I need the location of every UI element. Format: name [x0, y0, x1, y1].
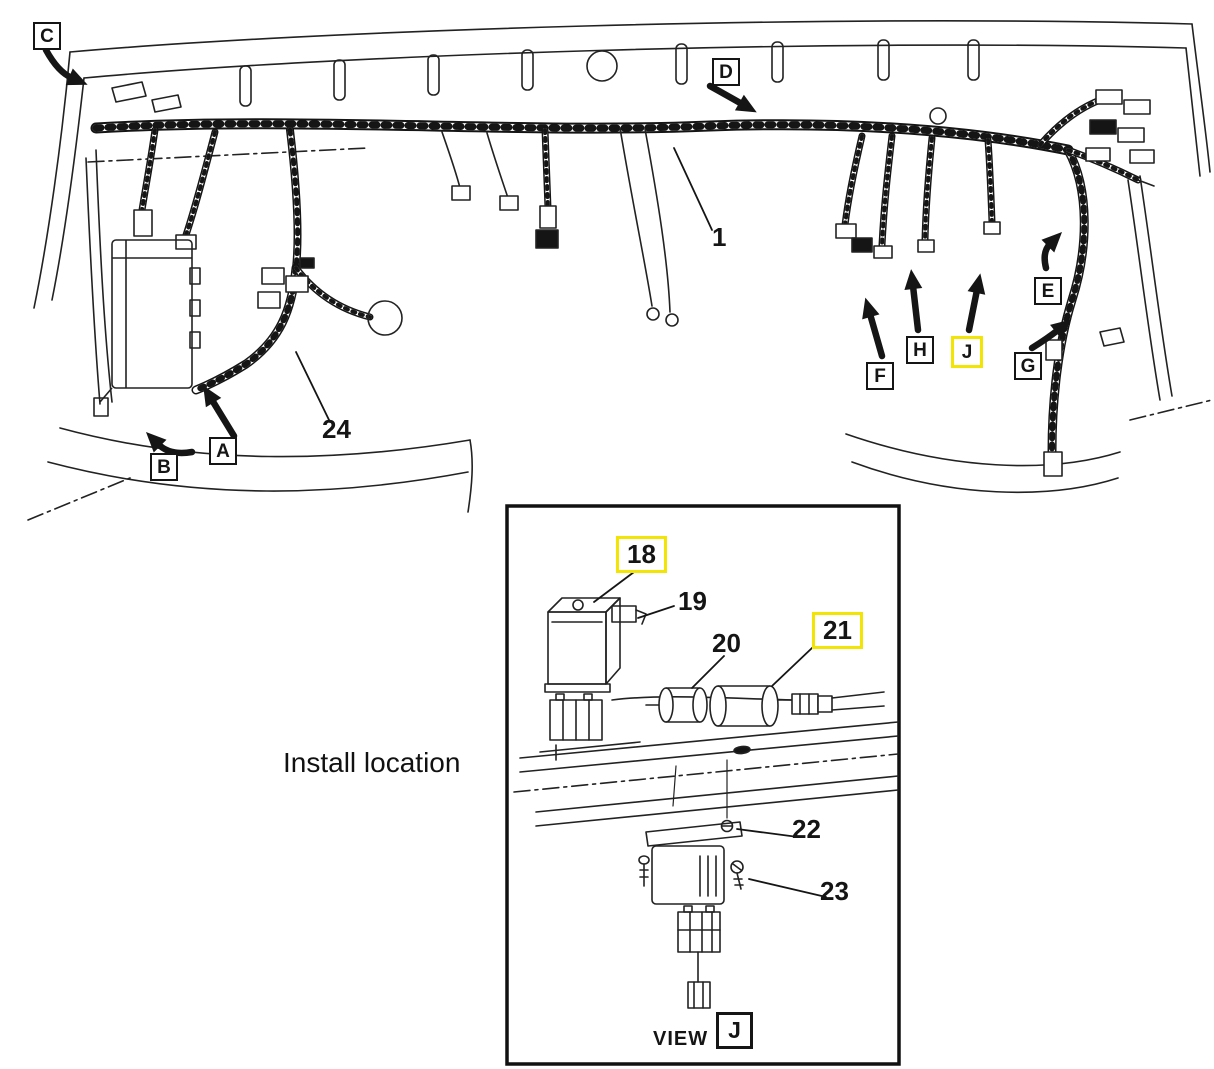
- part-label-19: 19: [678, 586, 707, 616]
- callout-C: C: [33, 22, 61, 50]
- part-label-21: 21: [812, 612, 863, 649]
- view-ref-box: J: [716, 1012, 753, 1049]
- leader-23: [748, 878, 827, 898]
- arrow-F: [862, 297, 886, 360]
- arrow-D: [706, 82, 757, 113]
- leader-lines-main: [295, 147, 713, 423]
- leader-lines-inset: [593, 571, 827, 898]
- main-harness-art: [96, 100, 1138, 452]
- callout-B: B: [150, 453, 178, 481]
- install-location-caption: Install location: [283, 747, 461, 778]
- junction-box-art: [93, 239, 201, 417]
- callout-A: A: [209, 437, 237, 465]
- callout-G: G: [1014, 352, 1042, 380]
- leader-18: [593, 571, 635, 603]
- arrow-B: [145, 431, 196, 457]
- leader-24: [295, 351, 331, 423]
- arrow-H: [904, 269, 923, 334]
- callout-D: D: [712, 58, 740, 86]
- inset-art: [513, 597, 899, 1009]
- wire-art: [441, 93, 1155, 327]
- part-label-23: 23: [820, 876, 849, 906]
- part-label-24: 24: [322, 414, 351, 444]
- part-label-18: 18: [616, 536, 667, 573]
- callout-J-highlighted: J: [951, 336, 983, 368]
- cowl-panel-art: [27, 20, 1213, 521]
- callout-arrows: [42, 46, 1072, 457]
- leader-20: [691, 655, 725, 689]
- part-label-20: 20: [712, 628, 741, 658]
- callout-F: F: [866, 362, 894, 390]
- leader-1: [673, 147, 713, 231]
- part-label-1: 1: [712, 222, 727, 252]
- arrow-G: [1028, 319, 1072, 352]
- connector-art: [133, 89, 1155, 477]
- callout-H: H: [906, 336, 934, 364]
- arrow-C: [42, 46, 88, 86]
- arrow-A: [203, 385, 238, 440]
- inset-frame: [505, 504, 901, 1066]
- view-word: VIEW: [653, 1028, 709, 1050]
- arrow-J: [965, 273, 986, 334]
- callout-E: E: [1034, 277, 1062, 305]
- part-label-22: 22: [792, 814, 821, 844]
- arrow-E: [1041, 231, 1063, 272]
- leader-21: [771, 647, 813, 687]
- leader-19: [637, 605, 675, 619]
- leader-22: [736, 828, 799, 838]
